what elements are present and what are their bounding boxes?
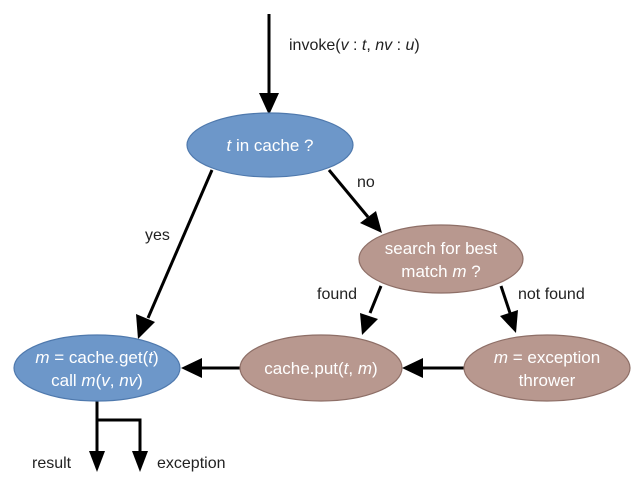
search-best-match-line1: search for best (385, 239, 498, 258)
t-in-cache-label: t in cache ? (227, 136, 314, 155)
result-label: result (32, 455, 72, 472)
found-edge (360, 285, 383, 335)
t-in-cache-node: t in cache ? (186, 112, 354, 178)
exception-thrower-node: m = exception thrower (463, 334, 631, 402)
exception-thrower-line2: thrower (519, 371, 576, 390)
no-label: no (357, 174, 375, 191)
cache-put-node: cache.put(t, m) (239, 334, 403, 402)
entry-label: invoke(v : t, nv : u) (289, 37, 420, 54)
found-label: found (317, 286, 357, 303)
cache-get-node: m = cache.get(t) call m(v, nv) (13, 334, 181, 402)
cache-get-line2: call m(v, nv) (51, 371, 143, 390)
entry-edge (259, 14, 279, 115)
no-edge (327, 169, 382, 233)
search-best-match-line2: match m ? (401, 262, 480, 281)
exception-label: exception (157, 455, 226, 472)
not-found-label: not found (518, 286, 585, 303)
put-to-get-edge (181, 358, 240, 378)
output-edges (89, 401, 148, 472)
search-best-match-node: search for best match m ? (358, 224, 524, 294)
not-found-edge (499, 285, 518, 333)
cache-get-line1: m = cache.get(t) (35, 348, 158, 367)
cache-put-label: cache.put(t, m) (264, 359, 377, 378)
thrower-to-put-edge (402, 358, 466, 378)
yes-label: yes (145, 227, 170, 244)
exception-thrower-line1: m = exception (494, 348, 600, 367)
yes-edge (136, 169, 214, 339)
